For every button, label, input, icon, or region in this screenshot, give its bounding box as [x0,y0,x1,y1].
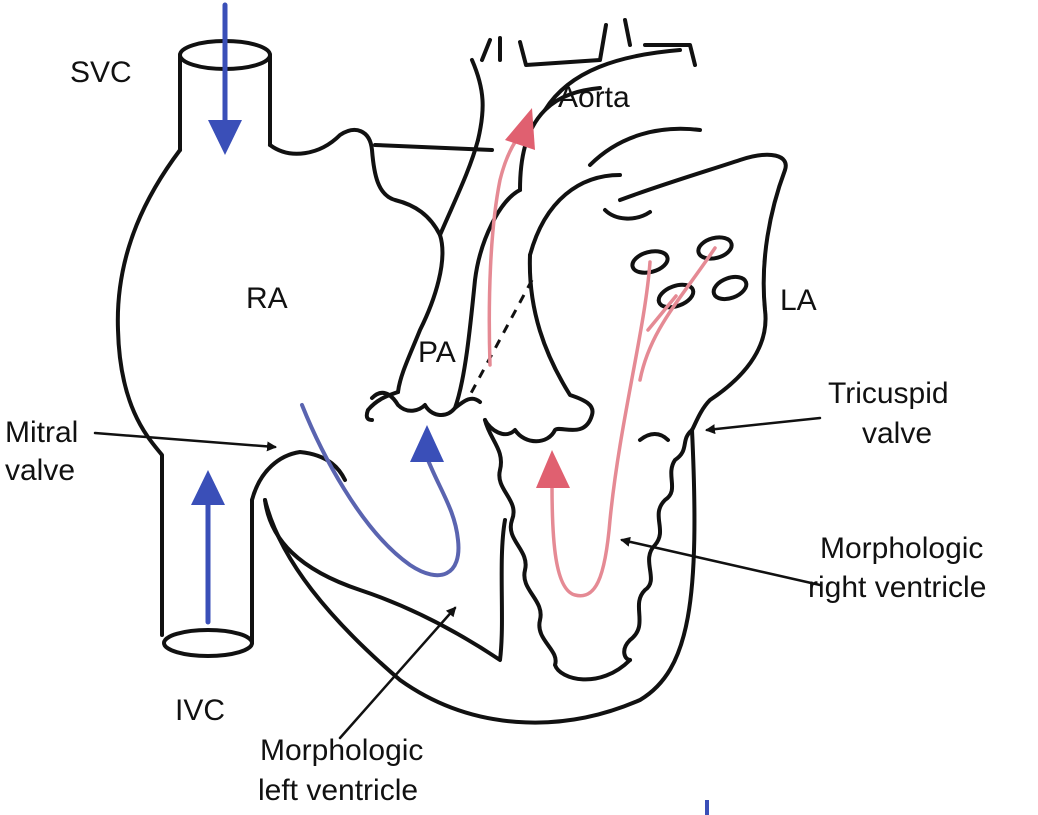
pointer-arrows [95,418,820,738]
ivc-to-ventricle [252,452,345,500]
tricuspid-pointer [707,418,820,430]
aorta-branch-2 [520,25,606,65]
mlv-pointer [340,608,455,738]
right-atrium-roof [270,130,442,392]
mitral-label-line2: valve [5,454,75,487]
pa-right-wall [455,190,520,408]
ivc-flow-arrowhead [191,470,225,505]
venous-flow [191,5,458,622]
tricuspid-leaflet [640,434,668,440]
aorta-arch-inner [590,129,700,165]
svc-flow-arrowhead [208,120,242,155]
pa-valve-cusps [372,393,480,415]
mrv-label-line2: right ventricle [808,571,986,604]
aorta-ascending-inner [530,175,620,255]
left-atrium-roof [605,210,650,219]
aorta-left-wall [472,60,483,140]
la-label: LA [780,284,817,317]
pulmonary-vein-4 [711,273,750,303]
ra-label: RA [246,282,288,315]
right-ventricle-free-wall [624,430,692,660]
aorta-label: Aorta [558,81,630,114]
svc-label: SVC [70,56,132,89]
pa-left-wall [440,140,478,235]
rv-flow-arrowhead [536,450,570,488]
aorta-branch-1 [482,38,500,60]
mitral-pointer [95,433,275,447]
mlv-label-line1: Morphologic [260,734,423,767]
lv-to-pa-flow [302,405,458,575]
left-ventricle-inner-wall [265,500,505,660]
ventricular-septum-dashed [470,280,532,395]
ivc-opening [164,630,252,656]
mitral-label-line1: Mitral [5,416,78,449]
arterial-flow [489,108,715,596]
pa-label: PA [418,336,456,369]
aorta-branch-3 [625,20,630,45]
aorta-flow-arrowhead [505,108,535,150]
tricuspid-label-line1: Tricuspid [828,377,949,410]
right-atrium-wall [118,150,180,635]
mrv-label-line1: Morphologic [820,532,983,565]
tricuspid-label-line2: valve [862,417,932,450]
pa-flow-arrowhead [410,425,444,462]
mlv-label-line2: left ventricle [258,774,418,807]
aortic-root [485,255,593,441]
ivc-label: IVC [175,694,225,727]
